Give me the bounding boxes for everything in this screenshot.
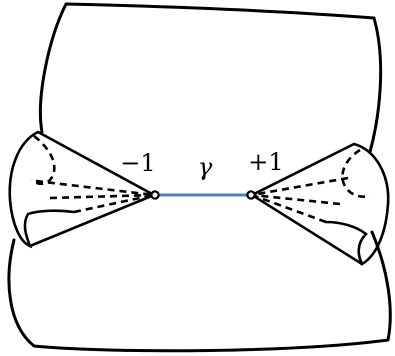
right-point-label: +1 bbox=[248, 148, 283, 176]
left-cone bbox=[8, 130, 155, 249]
left-cone-ray-3 bbox=[73, 193, 155, 214]
left-cone-ray-1 bbox=[35, 179, 155, 197]
right-cone-hidden-rim bbox=[341, 148, 371, 199]
left-cone-edge-bottom bbox=[29, 193, 155, 248]
outer-surface-outline bbox=[7, 2, 392, 353]
left-cone-visible-rim bbox=[8, 130, 76, 249]
right-cone-edge-top bbox=[251, 142, 355, 197]
gamma-label: γ bbox=[198, 153, 213, 181]
right-cone-ray-1 bbox=[251, 176, 349, 197]
left-point-label: −1 bbox=[120, 149, 155, 177]
left-endpoint-marker bbox=[150, 190, 160, 200]
right-endpoint-marker bbox=[246, 190, 256, 200]
right-cone-ray-3 bbox=[251, 193, 327, 224]
right-cone bbox=[251, 142, 390, 266]
right-cone-ray-2 bbox=[251, 193, 341, 206]
left-cone-ray-2 bbox=[49, 193, 155, 200]
right-cone-visible-rim bbox=[324, 142, 390, 266]
left-cone-edge-top bbox=[37, 130, 155, 197]
right-cone-edge-bottom bbox=[251, 193, 363, 266]
left-cone-hidden-rim bbox=[31, 134, 56, 186]
